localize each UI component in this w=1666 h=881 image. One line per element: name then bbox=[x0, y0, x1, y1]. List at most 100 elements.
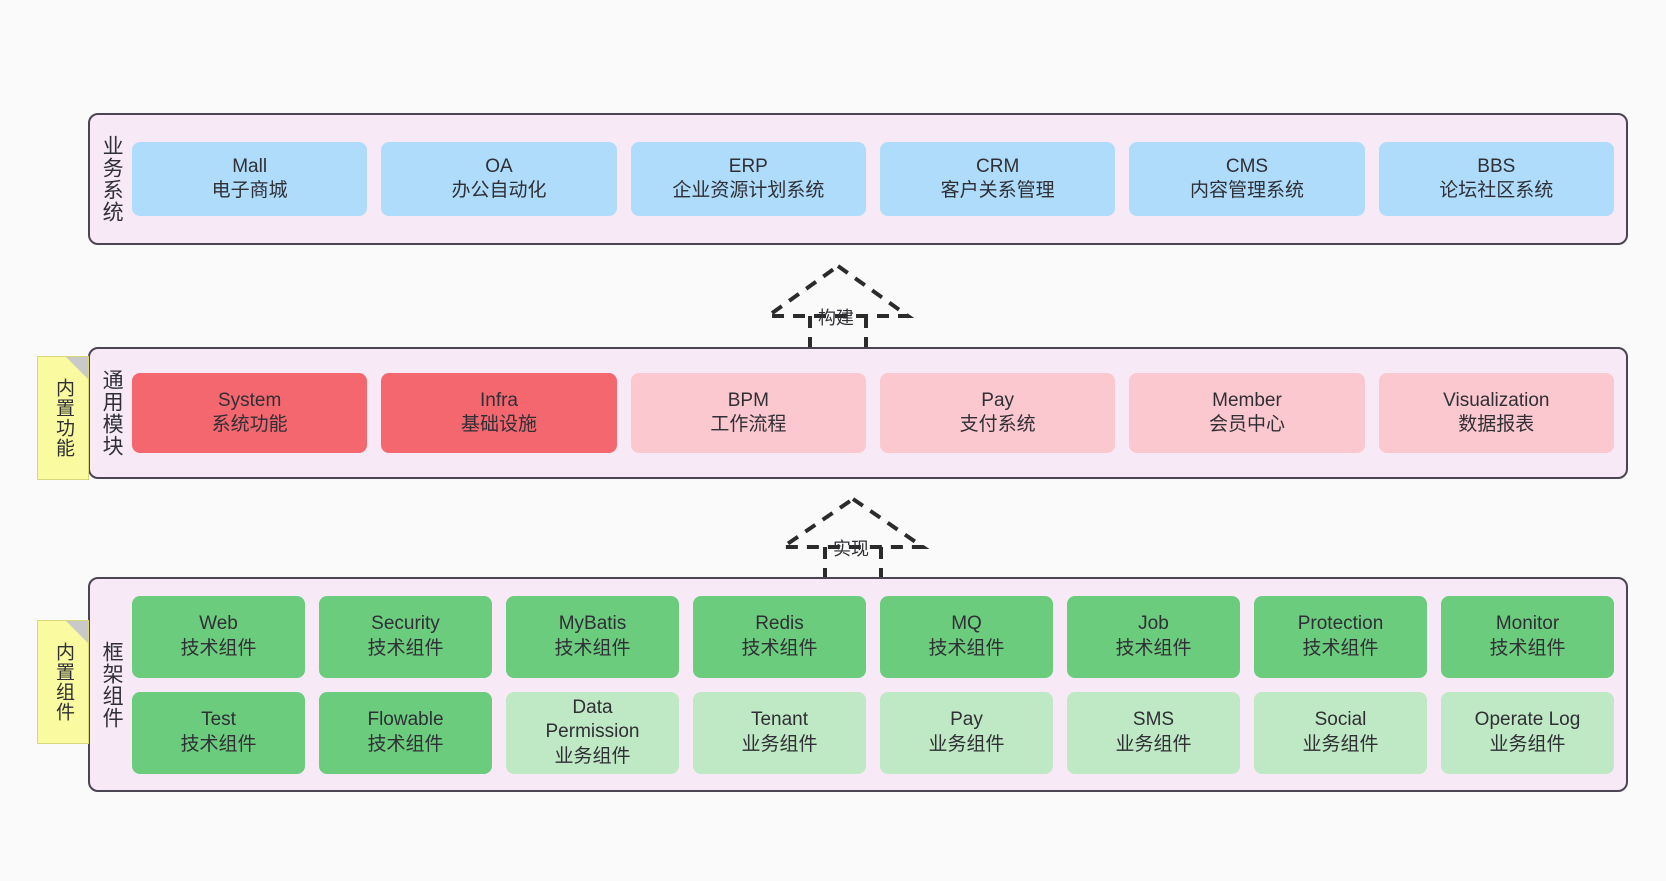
note-fold-corner bbox=[66, 621, 88, 643]
card-tenant-en: Tenant bbox=[750, 709, 809, 731]
implement-arrowhead bbox=[776, 496, 930, 549]
framework-row-business: Test 技术组件 Flowable 技术组件 Data Permission … bbox=[132, 691, 1614, 774]
framework-row-tech: Web 技术组件 Security 技术组件 MyBatis 技术组件 Redi… bbox=[132, 595, 1614, 678]
card-sms-cn: 业务组件 bbox=[1115, 733, 1192, 755]
card-member-en: Member bbox=[1212, 389, 1282, 411]
card-bpm-en: BPM bbox=[727, 389, 769, 411]
card-sms[interactable]: SMS 业务组件 bbox=[1067, 691, 1240, 774]
card-oa[interactable]: OA 办公自动化 bbox=[381, 142, 617, 216]
card-infra-en: Infra bbox=[479, 389, 518, 411]
note-builtin-component: 内置组件 bbox=[37, 620, 89, 744]
layer-framework-component: 框架组件 Web 技术组件 Security 技术组件 MyBatis 技术组件… bbox=[88, 577, 1628, 792]
common-module-card-list: System 系统功能 Infra 基础设施 BPM 工作流程 Pay 支付系统… bbox=[132, 349, 1626, 477]
card-erp-cn: 企业资源计划系统 bbox=[672, 180, 825, 201]
card-bpm-cn: 工作流程 bbox=[710, 414, 787, 435]
card-crm-en: CRM bbox=[976, 155, 1020, 177]
card-bpm[interactable]: BPM 工作流程 bbox=[630, 373, 866, 453]
card-data-permission-cn: 业务组件 bbox=[554, 745, 631, 767]
card-mall[interactable]: Mall 电子商城 bbox=[132, 142, 368, 216]
card-mybatis-en: MyBatis bbox=[558, 613, 627, 635]
card-social[interactable]: Social 业务组件 bbox=[1254, 691, 1427, 774]
card-mq[interactable]: MQ 技术组件 bbox=[880, 595, 1053, 678]
connector-implement: 实现 bbox=[775, 495, 935, 577]
card-redis-cn: 技术组件 bbox=[741, 637, 818, 659]
card-mq-en: MQ bbox=[951, 613, 982, 635]
card-web-en: Web bbox=[199, 613, 238, 635]
card-security[interactable]: Security 技术组件 bbox=[319, 595, 492, 678]
card-pay-module-cn: 支付系统 bbox=[959, 414, 1036, 435]
card-job-en: Job bbox=[1138, 613, 1169, 635]
card-test-cn: 技术组件 bbox=[180, 733, 257, 755]
card-mall-en: Mall bbox=[232, 155, 268, 177]
card-tenant-cn: 业务组件 bbox=[741, 733, 818, 755]
card-system-cn: 系统功能 bbox=[211, 414, 288, 435]
layer-title-business-system: 业务系统 bbox=[100, 135, 124, 223]
connector-build: 构建 bbox=[760, 262, 920, 350]
card-pay-module[interactable]: Pay 支付系统 bbox=[879, 373, 1116, 453]
card-infra[interactable]: Infra 基础设施 bbox=[381, 373, 617, 453]
card-protection-cn: 技术组件 bbox=[1302, 637, 1379, 659]
card-protection-en: Protection bbox=[1297, 613, 1384, 635]
connector-build-label: 构建 bbox=[818, 308, 854, 328]
card-visualization-en: Visualization bbox=[1443, 389, 1550, 411]
card-mybatis-cn: 技术组件 bbox=[554, 637, 631, 659]
card-system-en: System bbox=[217, 389, 282, 411]
card-protection[interactable]: Protection 技术组件 bbox=[1254, 595, 1427, 678]
note-fold-corner bbox=[66, 357, 88, 379]
layer-title-framework-component: 框架组件 bbox=[100, 640, 124, 729]
business-system-card-list: Mall 电子商城 OA 办公自动化 ERP 企业资源计划系统 CRM 客户关系… bbox=[132, 115, 1626, 243]
card-operate-log[interactable]: Operate Log 业务组件 bbox=[1441, 691, 1614, 774]
card-bbs-cn: 论坛社区系统 bbox=[1439, 180, 1554, 201]
card-flowable[interactable]: Flowable 技术组件 bbox=[319, 691, 492, 774]
card-sms-en: SMS bbox=[1132, 709, 1175, 731]
card-infra-cn: 基础设施 bbox=[460, 414, 537, 435]
card-flowable-en: Flowable bbox=[367, 709, 444, 731]
card-flowable-cn: 技术组件 bbox=[367, 733, 444, 755]
card-operate-log-en: Operate Log bbox=[1474, 709, 1581, 731]
card-data-permission-en: Data Permission bbox=[545, 697, 640, 743]
card-data-permission[interactable]: Data Permission 业务组件 bbox=[506, 691, 679, 774]
card-cms[interactable]: CMS 内容管理系统 bbox=[1129, 142, 1365, 216]
card-crm-cn: 客户关系管理 bbox=[940, 180, 1055, 201]
card-redis[interactable]: Redis 技术组件 bbox=[693, 595, 866, 678]
card-cms-en: CMS bbox=[1225, 155, 1269, 177]
card-security-en: Security bbox=[371, 613, 440, 635]
card-monitor[interactable]: Monitor 技术组件 bbox=[1441, 595, 1614, 678]
card-social-en: Social bbox=[1314, 709, 1367, 731]
card-pay-module-en: Pay bbox=[981, 389, 1015, 411]
card-erp-en: ERP bbox=[728, 155, 768, 177]
card-oa-cn: 办公自动化 bbox=[451, 180, 547, 201]
note-builtin-function: 内置功能 bbox=[37, 356, 89, 480]
card-mybatis[interactable]: MyBatis 技术组件 bbox=[506, 595, 679, 678]
card-web-cn: 技术组件 bbox=[180, 637, 257, 659]
card-job-cn: 技术组件 bbox=[1115, 637, 1192, 659]
card-cms-cn: 内容管理系统 bbox=[1189, 180, 1304, 201]
card-pay-component-en: Pay bbox=[950, 709, 983, 731]
card-member-cn: 会员中心 bbox=[1208, 414, 1285, 435]
card-test[interactable]: Test 技术组件 bbox=[132, 691, 305, 774]
card-visualization-cn: 数据报表 bbox=[1458, 414, 1535, 435]
layer-title-common-module: 通用模块 bbox=[100, 369, 124, 457]
card-pay-component[interactable]: Pay 业务组件 bbox=[880, 691, 1053, 774]
card-tenant[interactable]: Tenant 业务组件 bbox=[693, 691, 866, 774]
card-system[interactable]: System 系统功能 bbox=[132, 373, 368, 453]
card-oa-en: OA bbox=[485, 155, 513, 177]
card-security-cn: 技术组件 bbox=[367, 637, 444, 659]
card-pay-component-cn: 业务组件 bbox=[928, 733, 1005, 755]
card-monitor-en: Monitor bbox=[1495, 613, 1560, 635]
card-mq-cn: 技术组件 bbox=[928, 637, 1005, 659]
card-web[interactable]: Web 技术组件 bbox=[132, 595, 305, 678]
card-member[interactable]: Member 会员中心 bbox=[1129, 373, 1365, 453]
connector-implement-label: 实现 bbox=[833, 539, 869, 559]
card-job[interactable]: Job 技术组件 bbox=[1067, 595, 1240, 678]
card-visualization[interactable]: Visualization 数据报表 bbox=[1378, 373, 1614, 453]
card-redis-en: Redis bbox=[755, 613, 804, 635]
card-bbs[interactable]: BBS 论坛社区系统 bbox=[1378, 142, 1614, 216]
layer-business-system: 业务系统 Mall 电子商城 OA 办公自动化 ERP 企业资源计划系统 CRM… bbox=[88, 113, 1628, 245]
card-crm[interactable]: CRM 客户关系管理 bbox=[879, 142, 1116, 216]
note-builtin-function-label: 内置功能 bbox=[52, 378, 74, 458]
card-erp[interactable]: ERP 企业资源计划系统 bbox=[630, 142, 866, 216]
card-bbs-en: BBS bbox=[1477, 155, 1516, 177]
note-builtin-component-label: 内置组件 bbox=[52, 642, 74, 722]
card-social-cn: 业务组件 bbox=[1302, 733, 1379, 755]
